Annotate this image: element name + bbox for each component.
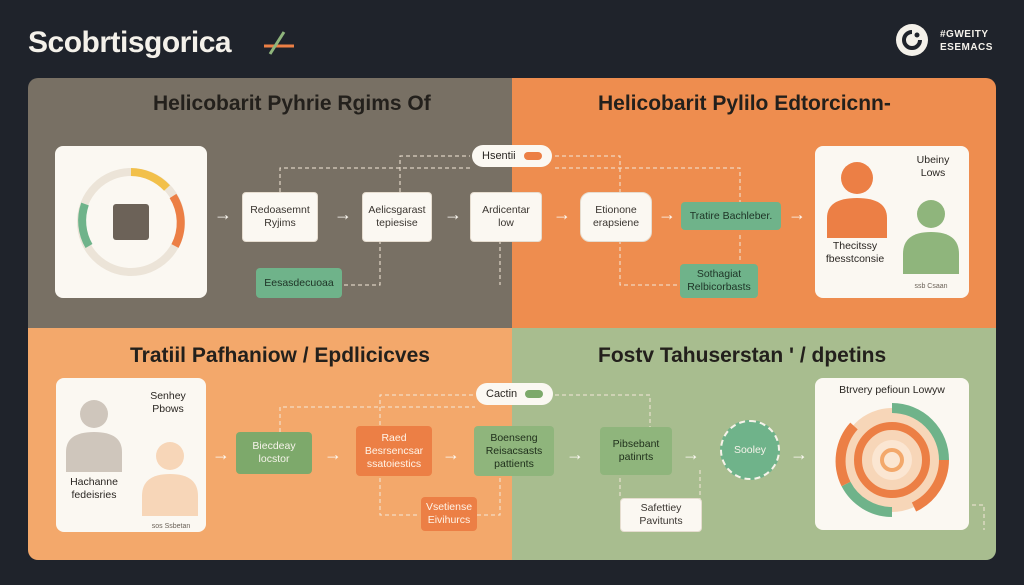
logo-text: #GWEITY ESEMACS [940, 28, 993, 54]
q1-step-3-line1: Ardicentar [482, 204, 530, 216]
q3-step-3-line1: Boenseng [490, 431, 538, 444]
q1-step-2-line2: tepiesise [376, 217, 418, 229]
q2-green-box: Tratire Bachleber. [681, 202, 781, 230]
q4-card-title: Btrvery pefioun Lowyw [839, 384, 945, 396]
q2-card-mid-line1: Thecitssy [832, 240, 878, 252]
q1-step-1-line2: Ryjims [264, 217, 296, 229]
q2-bubble: Etionone erapsiene [580, 192, 652, 242]
pill-dot-icon [523, 152, 542, 160]
q4-step-box-line2: patinrts [618, 451, 654, 463]
q3-card-mid-line1: Hachanne [70, 476, 118, 488]
person-icon [66, 400, 122, 472]
q4-step-box-line1: Pibsebant [612, 438, 660, 450]
q3-step-2-line3: ssatoiestics [366, 457, 422, 470]
q3-step-1-line2: locstor [258, 453, 290, 465]
q4-safety-line1: Safettiey [640, 502, 682, 514]
q2-green-box-2-line2: Relbicorbasts [687, 281, 751, 293]
q1-step-2: Aelicsgarast tepiesise [362, 192, 432, 242]
q3-step-3-line3: pattients [494, 457, 534, 470]
brand-title: Scobrtisgorica [28, 26, 232, 59]
brand-logo-icon [896, 24, 928, 56]
q1-green-box: Eesasdecuoaa [256, 268, 342, 298]
q2-card-foot: ssb Csaan [914, 283, 948, 290]
q1-pill: Hsentii [472, 145, 552, 167]
q3-orange-box-line2: Eivihurcs [427, 514, 471, 526]
q1-step-2-line1: Aelicsgarast [368, 204, 426, 216]
person-icon [142, 442, 198, 516]
q4-step-box: Pibsebant patinrts [600, 427, 672, 475]
flow-arrow-icon: → [444, 204, 462, 224]
person-icon [827, 162, 887, 238]
logo-text-line1: #GWEITY [940, 29, 989, 40]
q3-title: Tratiil Pafhaniow / Epdlicicves [130, 344, 430, 367]
q4-safety-box: Safettiey Pavitunts [620, 498, 702, 532]
q3-step-3: Boenseng Reisacsasts pattients [474, 426, 554, 476]
q1-step-1-line1: Redoasemnt [250, 204, 310, 216]
q1-title: Helicobarit Pyhrie Rgims Of [153, 92, 431, 115]
q1-step-1: Redoasemnt Ryjims [242, 192, 318, 242]
flow-arrow-icon: → [553, 204, 571, 224]
q3-step-2-line1: Raed [381, 431, 407, 444]
flow-arrow-icon: → [442, 444, 460, 464]
q2-card-top-text: Ubeiny Lows [903, 154, 963, 180]
q2-green-box-2: Sothagiat Relbicorbasts [680, 264, 758, 298]
q4-safety-line2: Pavitunts [639, 515, 683, 527]
gauge-ring-icon [77, 168, 185, 276]
q3-card-top-text: Senhey Pbows [136, 390, 200, 416]
q4-donut-card: Btrvery pefioun Lowyw [815, 378, 969, 530]
logo-text-line2: ESEMACS [940, 42, 993, 53]
q3-step-3-line2: Reisacsasts [485, 444, 543, 457]
q3-card-foot: sos Ssbetan [151, 523, 191, 530]
q2-card-top-line1: Ubeiny [916, 154, 950, 166]
person-icon [903, 200, 959, 274]
q3-step-1: Biecdeay locstor [236, 432, 312, 474]
q2-card-mid-text: Thecitssy fbesstconsie [817, 240, 893, 266]
q4-circle: Sooley [720, 420, 780, 480]
q3-card-top-line1: Senhey [150, 390, 186, 402]
q1-step-3: Ardicentar low [470, 192, 542, 242]
q3-orange-box: Vsetiense Eivihurcs [421, 497, 477, 531]
q2-card-mid-line2: fbesstconsie [825, 253, 885, 265]
q3-step-2-line2: Besrsencsar [364, 444, 424, 457]
pill-dot-icon [525, 390, 544, 398]
q3-card-top-line2: Pbows [152, 403, 184, 415]
flow-arrow-icon: → [790, 444, 808, 464]
flow-arrow-icon: → [334, 204, 352, 224]
q1-step-3-line2: low [498, 217, 514, 229]
flow-arrow-icon: → [212, 444, 230, 464]
q3-card-mid-text: Hachanne fedeisries [56, 476, 132, 502]
flow-arrow-icon: → [324, 444, 342, 464]
q2-bubble-line2: erapsiene [592, 217, 640, 229]
flow-arrow-icon: → [566, 444, 584, 464]
q3-card-mid-line2: fedeisries [71, 489, 117, 501]
q4-pill-label: Cactin [486, 388, 518, 400]
q1-gauge-card [55, 146, 207, 298]
q2-bubble-line1: Etionone [595, 204, 637, 216]
flow-arrow-icon: → [682, 444, 700, 464]
q2-title: Helicobarit Pylilo Edtorcicnn- [598, 92, 891, 115]
q4-title: Fostv Tahuserstan ' / dpetins [598, 344, 887, 367]
q2-card-top-line2: Lows [920, 167, 946, 179]
flow-arrow-icon: → [214, 204, 232, 224]
q2-green-box-2-line1: Sothagiat [696, 268, 742, 280]
q3-step-1-line1: Biecdeay [252, 440, 296, 452]
q3-people-card: Senhey Pbows Hachanne fedeisries sos Ssb… [56, 378, 206, 532]
brand-slash-icon [264, 31, 294, 55]
q3-orange-box-line1: Vsetiense [425, 501, 473, 513]
q3-step-2: Raed Besrsencsar ssatoiestics [356, 426, 432, 476]
donut-chart-icon [835, 403, 949, 517]
flow-arrow-icon: → [788, 204, 806, 224]
flow-arrow-icon: → [658, 204, 676, 224]
q4-pill: Cactin [476, 383, 554, 405]
q2-people-card: Ubeiny Lows Thecitssy fbesstconsie ssb C… [815, 146, 969, 298]
q1-pill-label: Hsentii [482, 150, 516, 162]
